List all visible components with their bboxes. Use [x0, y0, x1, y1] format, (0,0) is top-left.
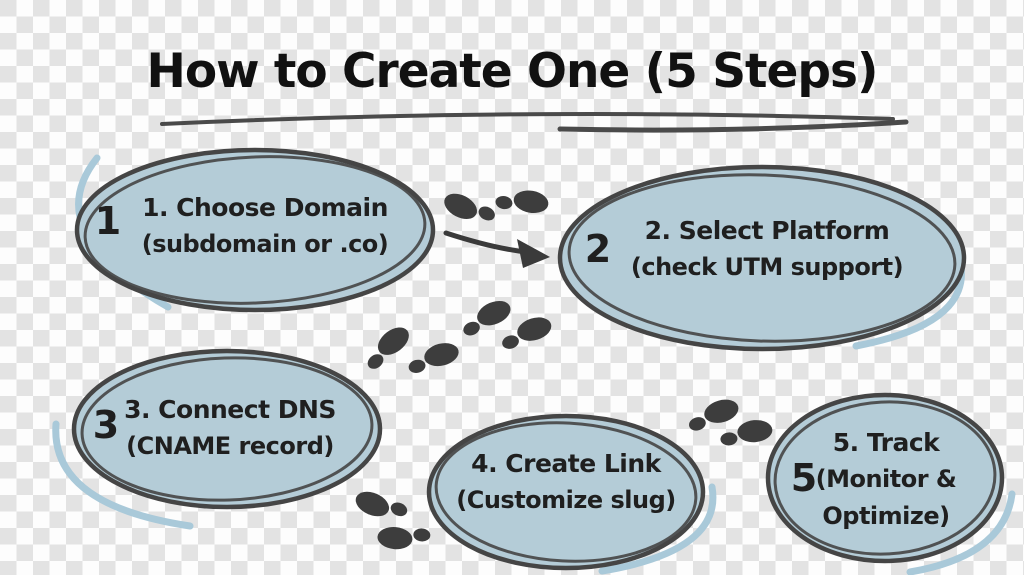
step-1-bubble: [74, 147, 436, 313]
arrow-right-icon: [443, 230, 550, 268]
step-2-number: 2: [584, 227, 612, 271]
step-4-bubble: [426, 413, 706, 571]
accent-arc: [598, 483, 717, 575]
step-1-text: 1. Choose Domain (subdomain or .co): [85, 189, 445, 263]
step-4-detail: (Customize slug): [456, 486, 676, 514]
step-1-heading: 1. Choose Domain: [142, 193, 388, 222]
step-3-heading: 3. Connect DNS: [124, 395, 336, 424]
step-2-bubble: [557, 164, 967, 352]
step-5-bubble: [765, 392, 1005, 564]
step-5-detail: (Monitor &: [815, 465, 957, 493]
step-3-bubble: [71, 348, 383, 510]
step-3-text: 3. Connect DNS (CNAME record): [70, 391, 390, 465]
step-5-heading: 5. Track: [832, 428, 940, 457]
page-title: How to Create One (5 Steps): [146, 44, 879, 99]
step-5-text: 5. Track (Monitor & Optimize): [772, 424, 1000, 535]
step-2-text: 2. Select Platform (check UTM support): [582, 212, 952, 286]
step-5-detail-2: Optimize): [822, 502, 950, 530]
step-1-number: 1: [94, 199, 122, 243]
step-2-detail: (check UTM support): [630, 253, 904, 281]
step-1-detail: (subdomain or .co): [141, 230, 389, 258]
step-4-text: 4. Create Link (Customize slug): [430, 445, 702, 519]
accent-arc: [52, 420, 194, 530]
step-2-heading: 2. Select Platform: [644, 216, 890, 245]
step-3-detail: (CNAME record): [126, 432, 334, 460]
title-underline: [160, 112, 909, 133]
step-3-number: 3: [92, 403, 120, 447]
step-5-number: 5: [790, 456, 818, 500]
step-4-heading: 4. Create Link: [471, 449, 661, 478]
accent-arc: [906, 490, 1016, 575]
